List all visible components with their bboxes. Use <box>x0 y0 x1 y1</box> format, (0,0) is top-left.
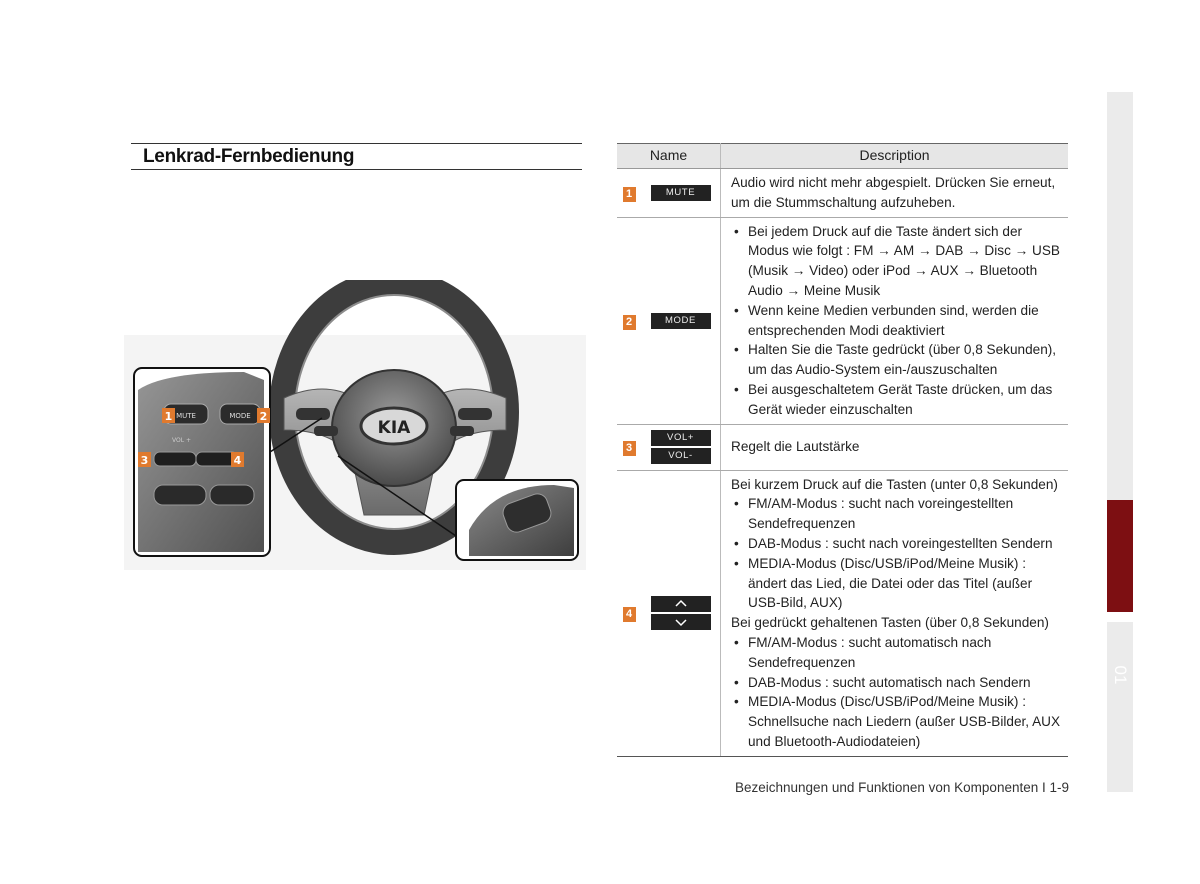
callout-1 <box>162 408 175 423</box>
svg-text:MODE: MODE <box>229 412 250 420</box>
side-tab-upper <box>1107 92 1133 500</box>
callout-4 <box>231 452 244 467</box>
callout-2 <box>257 408 270 423</box>
table-row: 4 Bei kurzem Druck auf die Tasten (unter… <box>617 470 1068 757</box>
row-description: Bei jedem Druck auf die Taste ändert sic… <box>720 217 1068 425</box>
row-number-badge: 3 <box>622 441 636 457</box>
bullet-item: FM/AM-Modus : sucht automatisch nach Sen… <box>731 633 1062 673</box>
svg-text:1: 1 <box>165 410 173 423</box>
bullet-item: Bei ausgeschaltetem Gerät Taste drücken,… <box>731 380 1062 420</box>
bullet-item: DAB-Modus : sucht nach voreingestellten … <box>731 534 1062 554</box>
mute-key: MUTE <box>650 184 711 201</box>
bullet-item: DAB-Modus : sucht automatisch nach Sende… <box>731 673 1062 693</box>
kia-logo: KIA <box>378 418 411 438</box>
row-number-badge: 4 <box>622 607 636 623</box>
bullet-item: FM/AM-Modus : sucht nach voreingestellte… <box>731 494 1062 534</box>
svg-text:3: 3 <box>141 454 149 467</box>
heading-rule-top <box>131 143 582 144</box>
bullet-item: Bei jedem Druck auf die Taste ändert sic… <box>731 222 1062 301</box>
page-footer: Bezeichnungen und Funktionen von Kompone… <box>735 780 1069 795</box>
bullet-item: MEDIA-Modus (Disc/USB/iPod/Meine Musik) … <box>731 554 1062 613</box>
mode-key: MODE <box>650 312 711 329</box>
bullet-item: MEDIA-Modus (Disc/USB/iPod/Meine Musik) … <box>731 692 1062 751</box>
svg-text:MUTE: MUTE <box>176 412 196 420</box>
chapter-number: 01 <box>1111 665 1130 685</box>
chapter-tab-marker <box>1107 500 1133 612</box>
table-header-row: Name Description <box>617 143 1068 169</box>
vol-down-key: VOL- <box>650 448 711 465</box>
row-description: Bei kurzem Druck auf die Tasten (unter 0… <box>720 470 1068 757</box>
callout-3 <box>138 452 151 467</box>
heading-rule-bottom <box>131 169 582 170</box>
table-row: 1 MUTE Audio wird nicht mehr abgespielt.… <box>617 168 1068 218</box>
table-row: 2 MODE Bei jedem Druck auf die Taste änd… <box>617 217 1068 425</box>
table-row: 3 VOL+ VOL- Regelt die Lautstärke <box>617 424 1068 471</box>
section-title: Lenkrad-Fernbedienung <box>143 146 355 167</box>
header-name: Name <box>617 143 721 169</box>
down-chevron-icon <box>650 614 711 631</box>
row-number-badge: 1 <box>622 186 636 202</box>
header-description: Description <box>720 143 1068 169</box>
controls-table: Name Description 1 MUTE Audio wird nicht… <box>617 143 1068 757</box>
steering-wheel-illustration: KIA MUTE MODE VOL + 1 2 3 4 <box>124 280 586 570</box>
side-tab-lower <box>1107 622 1133 792</box>
svg-text:4: 4 <box>234 454 242 467</box>
row-description: Audio wird nicht mehr abgespielt. Drücke… <box>720 168 1068 218</box>
row-number-badge: 2 <box>622 314 636 330</box>
long-press-intro: Bei gedrückt gehaltenen Tasten (über 0,8… <box>731 615 1049 631</box>
row-description: Regelt die Lautstärke <box>720 424 1068 471</box>
bullet-item: Halten Sie die Taste gedrückt (über 0,8 … <box>731 340 1062 380</box>
bullet-item: Wenn keine Medien verbunden sind, werden… <box>731 301 1062 341</box>
svg-text:VOL +: VOL + <box>172 437 191 444</box>
vol-up-key: VOL+ <box>650 430 711 447</box>
short-press-intro: Bei kurzem Druck auf die Tasten (unter 0… <box>731 476 1058 492</box>
up-chevron-icon <box>650 596 711 613</box>
svg-text:2: 2 <box>260 410 268 423</box>
